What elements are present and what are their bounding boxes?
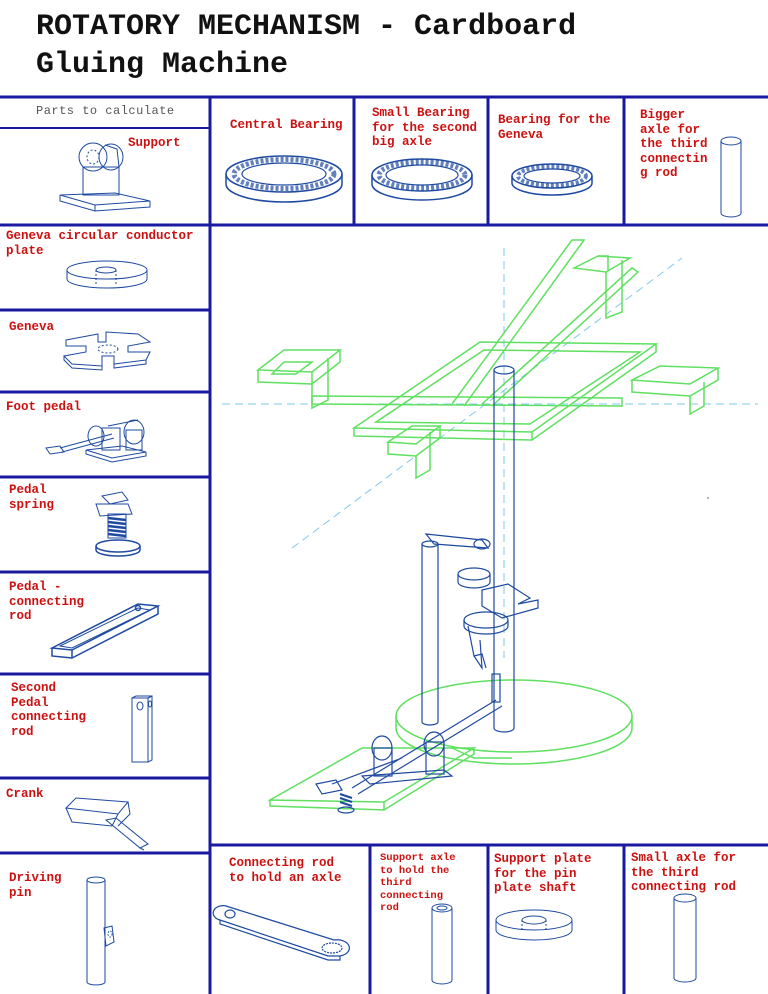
label-connecting-rod-axle: Connecting rod to hold an axle [229, 856, 342, 885]
label-support-plate: Support plate for the pin plate shaft [494, 852, 592, 895]
label-small-bearing: Small Bearing for the second big axle [372, 106, 478, 149]
second-pedal-rod-drawing [131, 695, 153, 763]
label-second-pedal-rod: Second Pedal connecting rod [11, 681, 87, 739]
label-driving-pin: Driving pin [9, 871, 62, 900]
driving-pin-drawing [86, 876, 115, 986]
pedal-connecting-rod-drawing [49, 603, 161, 659]
geneva-drawing [62, 331, 152, 371]
label-small-axle: Small axle for the third connecting rod [631, 851, 737, 894]
label-support: Support [128, 136, 181, 150]
support-drawing [59, 142, 151, 212]
label-support-axle: Support axle to hold the third connectin… [380, 852, 456, 914]
small-bearing-drawing [371, 158, 473, 201]
label-foot-pedal: Foot pedal [6, 400, 82, 414]
connecting-rod-axle-drawing [212, 905, 350, 961]
geneva-plate-drawing [66, 260, 148, 289]
label-geneva: Geneva [9, 320, 55, 334]
bigger-axle-drawing [720, 136, 742, 218]
small-axle-drawing [673, 893, 697, 983]
geneva-bearing-drawing [511, 163, 593, 196]
pedal-spring-drawing [95, 491, 141, 557]
support-plate-drawing [495, 909, 573, 941]
parts-header: Parts to calculate [36, 104, 175, 118]
label-crank: Crank [6, 787, 44, 801]
assembly-drawing [222, 239, 758, 814]
support-axle-drawing [431, 903, 453, 985]
label-pedal-spring: Pedal spring [9, 483, 55, 512]
crank-drawing [64, 797, 149, 851]
central-bearing-drawing [225, 155, 343, 203]
label-pedal-connecting-rod: Pedal - connecting rod [9, 580, 85, 623]
page-title: ROTATORY MECHANISM - Cardboard Gluing Ma… [36, 10, 577, 82]
label-bigger-axle: Bigger axle for the third connectin g ro… [640, 108, 708, 180]
label-geneva-plate: Geneva circular conductor plate [6, 229, 194, 258]
label-geneva-bearing: Bearing for the Geneva [498, 113, 611, 142]
label-central-bearing: Central Bearing [230, 118, 343, 132]
foot-pedal-drawing [45, 419, 147, 463]
